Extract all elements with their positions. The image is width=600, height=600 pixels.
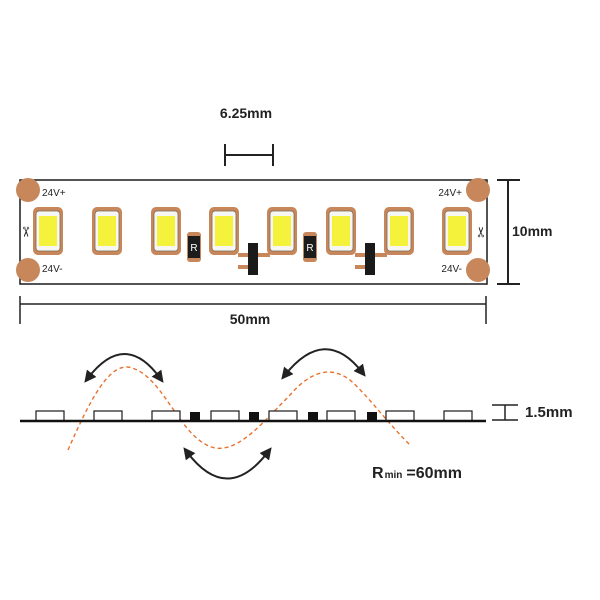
side-component [308, 412, 318, 420]
curved-double-arrow-icon [183, 447, 272, 480]
width-dimension: 10mm [497, 179, 552, 285]
side-component [249, 412, 259, 420]
resistor: R [303, 232, 317, 262]
bend-radius-symbol: R [372, 465, 384, 482]
side-component [367, 412, 377, 420]
pad-label-bottom-left: 24V- [42, 264, 63, 275]
led-chip [267, 207, 297, 255]
scissors-icon: ✂ [474, 226, 490, 238]
side-led-package [443, 410, 473, 422]
resistor: R [187, 232, 201, 262]
copper-pad-top-right [466, 178, 490, 202]
pad-label-bottom-right: 24V- [441, 264, 462, 275]
curved-double-arrow-icon [84, 353, 164, 383]
thickness-dimension: 1.5mm [492, 404, 573, 421]
side-led-package [210, 410, 240, 422]
pitch-dimension: 6.25mm [220, 105, 274, 166]
curved-double-arrow-icon [281, 348, 366, 380]
led-chip [326, 207, 356, 255]
side-led-package [151, 410, 181, 422]
side-led-package [326, 410, 356, 422]
side-led-row [35, 410, 473, 422]
copper-pad-top-left [16, 178, 40, 202]
length-dimension: 50mm [19, 296, 487, 327]
ic-component [238, 243, 270, 275]
strip-side-view [20, 366, 486, 451]
led-row [33, 207, 472, 255]
led-chip [209, 207, 239, 255]
pad-label-top-right: 24V+ [438, 188, 462, 199]
side-led-package [35, 410, 65, 422]
thickness-dimension-label: 1.5mm [525, 404, 573, 421]
pad-label-top-left: 24V+ [42, 188, 66, 199]
led-chip [442, 207, 472, 255]
flex-bend-wave [67, 366, 411, 451]
bend-radius-subscript: min [385, 470, 403, 481]
side-led-package [268, 410, 298, 422]
side-led-package [385, 410, 415, 422]
copper-pad-bottom-left [16, 258, 40, 282]
led-chip [92, 207, 122, 255]
side-component [190, 412, 200, 420]
led-chip [33, 207, 63, 255]
side-led-package [93, 410, 123, 422]
bend-radius-label: Rmin=60mm [372, 465, 462, 482]
width-dimension-label: 10mm [512, 223, 552, 239]
copper-pad-bottom-right [466, 258, 490, 282]
led-chip [384, 207, 414, 255]
length-dimension-label: 50mm [230, 311, 270, 327]
led-chip [151, 207, 181, 255]
resistor-label: R [190, 243, 197, 254]
strip-top-view: 24V+ 24V- 24V+ 24V- ✂ ✂ R R [16, 178, 490, 285]
bend-radius-value: =60mm [406, 465, 462, 482]
pitch-dimension-label: 6.25mm [220, 105, 272, 121]
resistor-label: R [306, 243, 313, 254]
ic-component [355, 243, 387, 275]
scissors-icon: ✂ [17, 226, 33, 238]
